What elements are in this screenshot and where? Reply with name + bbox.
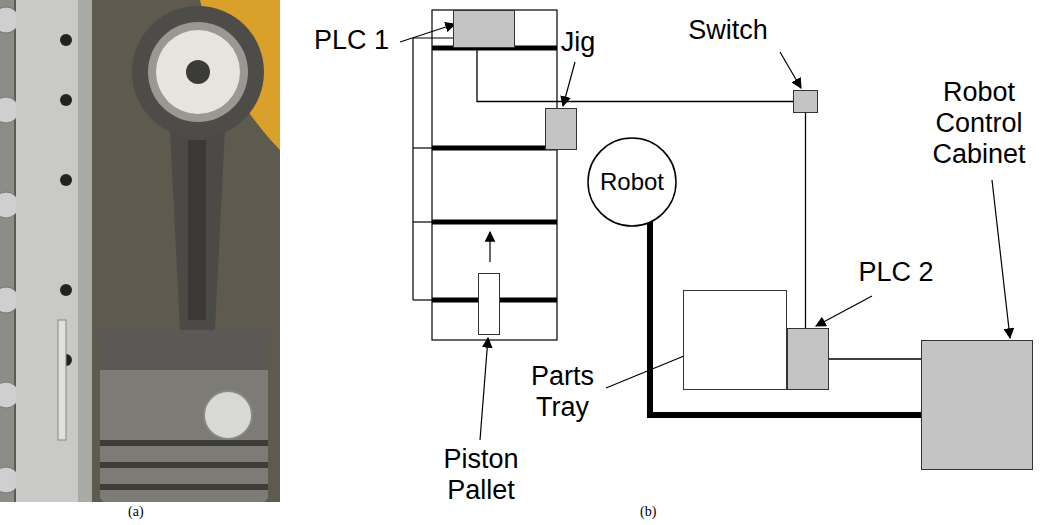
node-label: Robot [600, 168, 664, 196]
switch-box: Switch [793, 90, 818, 113]
jig-box: Jig [545, 108, 577, 150]
signal-wire [829, 358, 921, 359]
parts-tray-box: Parts Tray [683, 290, 787, 390]
panel-label: (a) [128, 504, 144, 520]
part-label: PLC 1 [304, 25, 399, 56]
pallet-box: Piston Pallet [478, 273, 500, 335]
signal-wire [805, 113, 806, 328]
plc-box: PLC 2 [787, 328, 829, 390]
plc-box: PLC 1 [453, 10, 515, 48]
part-label: Switch [663, 15, 793, 46]
cable-line [650, 223, 921, 415]
part-label: Parts Tray [515, 361, 610, 423]
panel-label: (b) [640, 504, 656, 520]
robot-circle: Robot [587, 137, 677, 227]
signal-wire [477, 48, 793, 102]
part-label: PLC 2 [851, 257, 941, 288]
part-label: Robot Control Cabinet [904, 77, 1054, 170]
part-label: Jig [553, 27, 603, 58]
cabinet-box: Robot Control Cabinet [921, 340, 1033, 470]
part-label: Piston Pallet [431, 444, 531, 506]
